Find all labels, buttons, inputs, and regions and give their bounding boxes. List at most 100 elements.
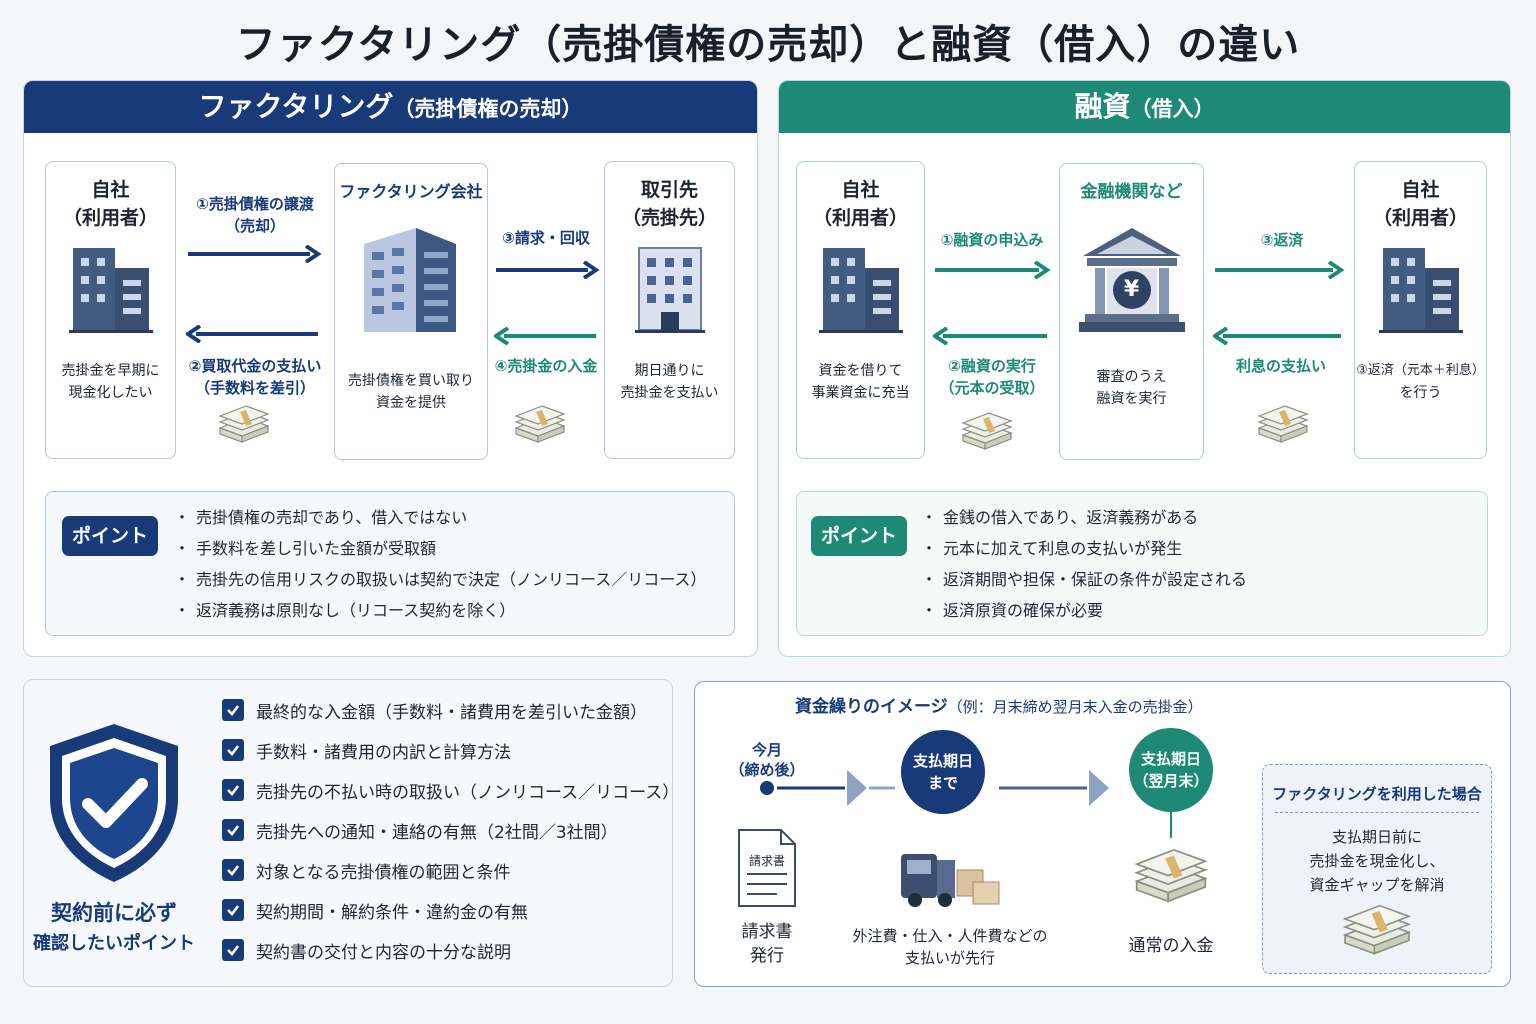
loan-header: 融資（借入） — [779, 81, 1510, 133]
invoice-label-1: 請求書 — [741, 922, 793, 942]
company-desc-1: ③返済（元本＋利息） — [1356, 363, 1485, 378]
expense-label-1: 外注費・仕入・人件費などの — [852, 927, 1048, 945]
client-title: 取引先 — [640, 179, 698, 201]
due-date-circle-1: 支払期日まで — [901, 730, 985, 814]
timeline-icon — [760, 770, 895, 806]
arrow-right-icon — [1215, 261, 1345, 279]
cash-bundle-icon — [1134, 848, 1208, 903]
due-date-circle-2: 支払期日 （翌月末） — [1129, 728, 1213, 812]
timeline-arrow-icon — [999, 770, 1109, 806]
factoring-point-box: ポイント 売掛債権の売却であり、借入ではない 手数料を差し引いた金額が受取額 売… — [45, 491, 735, 636]
checklist-item: 手数料・諸費用の内訳と計算方法 — [222, 730, 672, 770]
office-building-icon — [68, 248, 153, 333]
cashflow-title: 資金繰りのイメージ（例：月末締め翌月末入金の売掛金） — [795, 692, 1203, 717]
loan-company-left-box: 自社 （利用者） 資金を借りて 事業資金に充当 — [796, 161, 925, 459]
client-building-icon — [634, 247, 705, 333]
office-building-icon — [1378, 248, 1463, 333]
arrow2-label-2: （手数料を差引） — [194, 379, 315, 397]
cash-bundle-icon — [961, 412, 1013, 450]
company-desc-2: 事業資金に充当 — [811, 385, 910, 401]
due2-label-2: （翌月末） — [1133, 772, 1209, 790]
checklist-item: 契約期間・解約条件・違約金の有無 — [222, 890, 672, 930]
bank-icon — [1078, 228, 1185, 332]
loan-header-sub: （借入） — [1130, 97, 1215, 121]
invoice-document-icon: 請求書 — [737, 828, 797, 908]
yen-symbol: ¥ — [1123, 277, 1140, 302]
loan-point-list: 金銭の借入であり、返済義務がある 元本に加えて利息の支払いが発生 返済期間や担保… — [921, 502, 1247, 626]
checkbox-icon — [222, 939, 244, 961]
arrow-left-icon — [494, 327, 596, 345]
arrow3-label: ③請求・回収 — [502, 229, 590, 247]
factoring-client-box: 取引先 （売掛先） 期日通りに 売掛金を支払い — [604, 161, 735, 459]
list-item: 元本に加えて利息の支払いが発生 — [921, 533, 1247, 564]
client-desc-2: 売掛金を支払い — [620, 385, 719, 401]
checklist-item-label: 売掛先の不払い時の取扱い（ノンリコース／リコース） — [256, 782, 680, 803]
arrow-right-icon — [496, 261, 600, 279]
company-title: 自社 — [91, 179, 130, 201]
factor-title: ファクタリング会社 — [339, 182, 483, 201]
bank-desc-1: 審査のうえ — [1096, 369, 1167, 385]
normal-income-label: 通常の入金 — [1128, 936, 1214, 956]
arrow2-label-1: ②買取代金の支払い — [188, 357, 322, 375]
point-badge: ポイント — [62, 516, 158, 556]
factoring-company-center-box: ファクタリング会社 売掛債権を買い取り 資金を提供 — [334, 163, 488, 460]
invoice-doc-label: 請求書 — [748, 854, 785, 868]
now-label-1: 今月 — [751, 741, 782, 759]
arrow4-label: ④売掛金の入金 — [494, 357, 598, 375]
loan-point-box: ポイント 金銭の借入であり、返済義務がある 元本に加えて利息の支払いが発生 返済… — [796, 491, 1488, 636]
arrow-right-icon — [935, 261, 1051, 279]
checklist-item-label: 最終的な入金額（手数料・諸費用を差引いた金額） — [256, 702, 647, 723]
due2-connector — [1170, 812, 1172, 838]
factoring-case-line-2: 売掛金を現金化し、 — [1309, 852, 1445, 870]
cash-bundle-icon — [514, 405, 566, 443]
company-title: 自社 — [841, 179, 880, 201]
checkbox-icon — [222, 859, 244, 881]
factoring-case-line-1: 支払期日前に — [1331, 828, 1422, 846]
checklist-item-label: 対象となる売掛債権の範囲と条件 — [256, 862, 511, 883]
checkbox-icon — [222, 699, 244, 721]
checklist-title-2: 確認したいポイント — [33, 933, 195, 954]
checkbox-icon — [222, 899, 244, 921]
bank-desc-2: 融資を実行 — [1096, 391, 1167, 407]
cashflow-panel: 資金繰りのイメージ（例：月末締め翌月末入金の売掛金） 今月 （締め後） 支払期日… — [694, 681, 1511, 987]
list-item: 売掛債権の売却であり、借入ではない — [174, 502, 706, 533]
factoring-point-list: 売掛債権の売却であり、借入ではない 手数料を差し引いた金額が受取額 売掛先の信用… — [174, 502, 706, 626]
delivery-truck-icon — [901, 854, 1000, 907]
list-item: 返済原資の確保が必要 — [921, 595, 1247, 626]
checkbox-icon — [222, 739, 244, 761]
checklist-item: 最終的な入金額（手数料・諸費用を差引いた金額） — [222, 690, 672, 730]
checklist-item: 売掛先の不払い時の取扱い（ノンリコース／リコース） — [222, 770, 680, 810]
loan-arrow2-label-2: （元本の受取） — [939, 379, 1045, 397]
factoring-case-title: ファクタリングを利用した場合 — [1272, 785, 1482, 803]
point-badge: ポイント — [811, 516, 907, 556]
checkbox-icon — [222, 819, 244, 841]
arrow-left-icon — [1213, 327, 1341, 345]
invoice-label-2: 発行 — [750, 946, 784, 966]
factoring-header-sub: （売掛債権の売却） — [393, 97, 583, 121]
expense-label-2: 支払いが先行 — [904, 949, 995, 967]
company-desc-1: 売掛金を早期に — [61, 363, 160, 379]
checklist-item-label: 売掛先への通知・連絡の有無（2社間／3社間） — [256, 822, 618, 843]
client-subtitle: （売掛先） — [621, 207, 717, 229]
due2-label-1: 支払期日 — [1140, 750, 1201, 768]
factoring-case-box: ファクタリングを利用した場合 支払期日前に 売掛金を現金化し、 資金ギャップを解… — [1262, 764, 1492, 974]
checklist-item: 対象となる売掛債権の範囲と条件 — [222, 850, 672, 890]
arrow-left-icon — [186, 325, 318, 343]
factor-desc-1: 売掛債権を買い取り — [348, 373, 474, 389]
bank-title: 金融機関など — [1080, 182, 1183, 202]
office-tower-icon — [364, 228, 456, 332]
due1-label-2: まで — [927, 774, 958, 792]
company-subtitle: （利用者） — [1372, 207, 1468, 229]
checklist-item: 売掛先への通知・連絡の有無（2社間／3社間） — [222, 810, 672, 850]
list-item: 手数料を差し引いた金額が受取額 — [174, 533, 706, 564]
checklist-item-label: 契約書の交付と内容の十分な説明 — [256, 942, 511, 963]
cash-bundle-icon — [1257, 405, 1309, 443]
loan-header-title: 融資 — [1074, 90, 1131, 123]
list-item: 返済義務は原則なし（リコース契約を除く） — [174, 595, 706, 626]
arrow-right-icon — [188, 245, 322, 263]
client-desc-1: 期日通りに — [634, 363, 705, 379]
checklist-panel: 契約前に必ず 確認したいポイント 最終的な入金額（手数料・諸費用を差引いた金額）… — [23, 679, 680, 987]
checklist-title-1: 契約前に必ず — [51, 901, 177, 925]
shield-check-icon — [50, 724, 178, 882]
loan-arrow1-label: ①融資の申込み — [940, 231, 1044, 249]
